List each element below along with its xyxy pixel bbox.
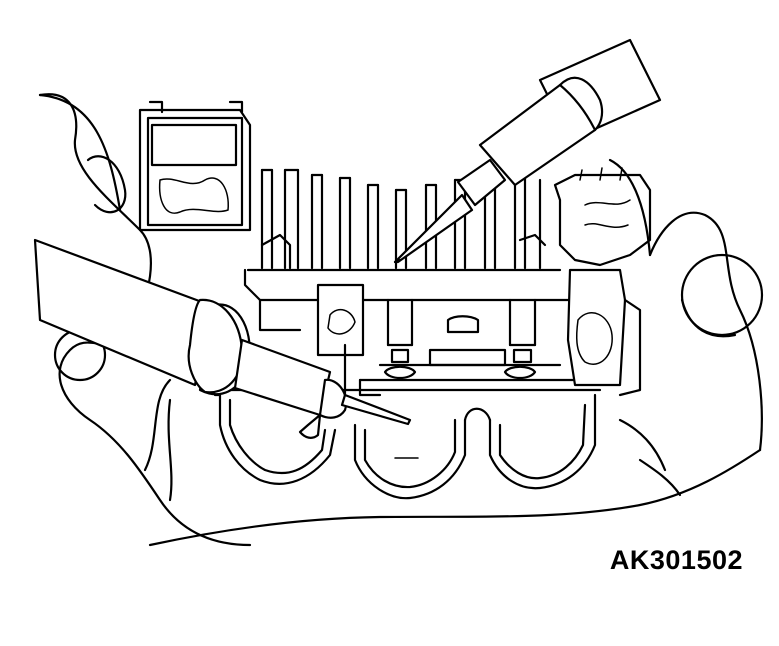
brush-holder [553, 167, 652, 397]
tester-probe-lower [33, 238, 412, 439]
connector-block [138, 100, 252, 232]
tester-probe-upper [393, 38, 662, 264]
alternator-housing [38, 93, 764, 547]
figure-code-label: AK301502 [609, 545, 743, 575]
regulator-body [243, 268, 592, 402]
lower-frame-lobes [213, 388, 602, 500]
